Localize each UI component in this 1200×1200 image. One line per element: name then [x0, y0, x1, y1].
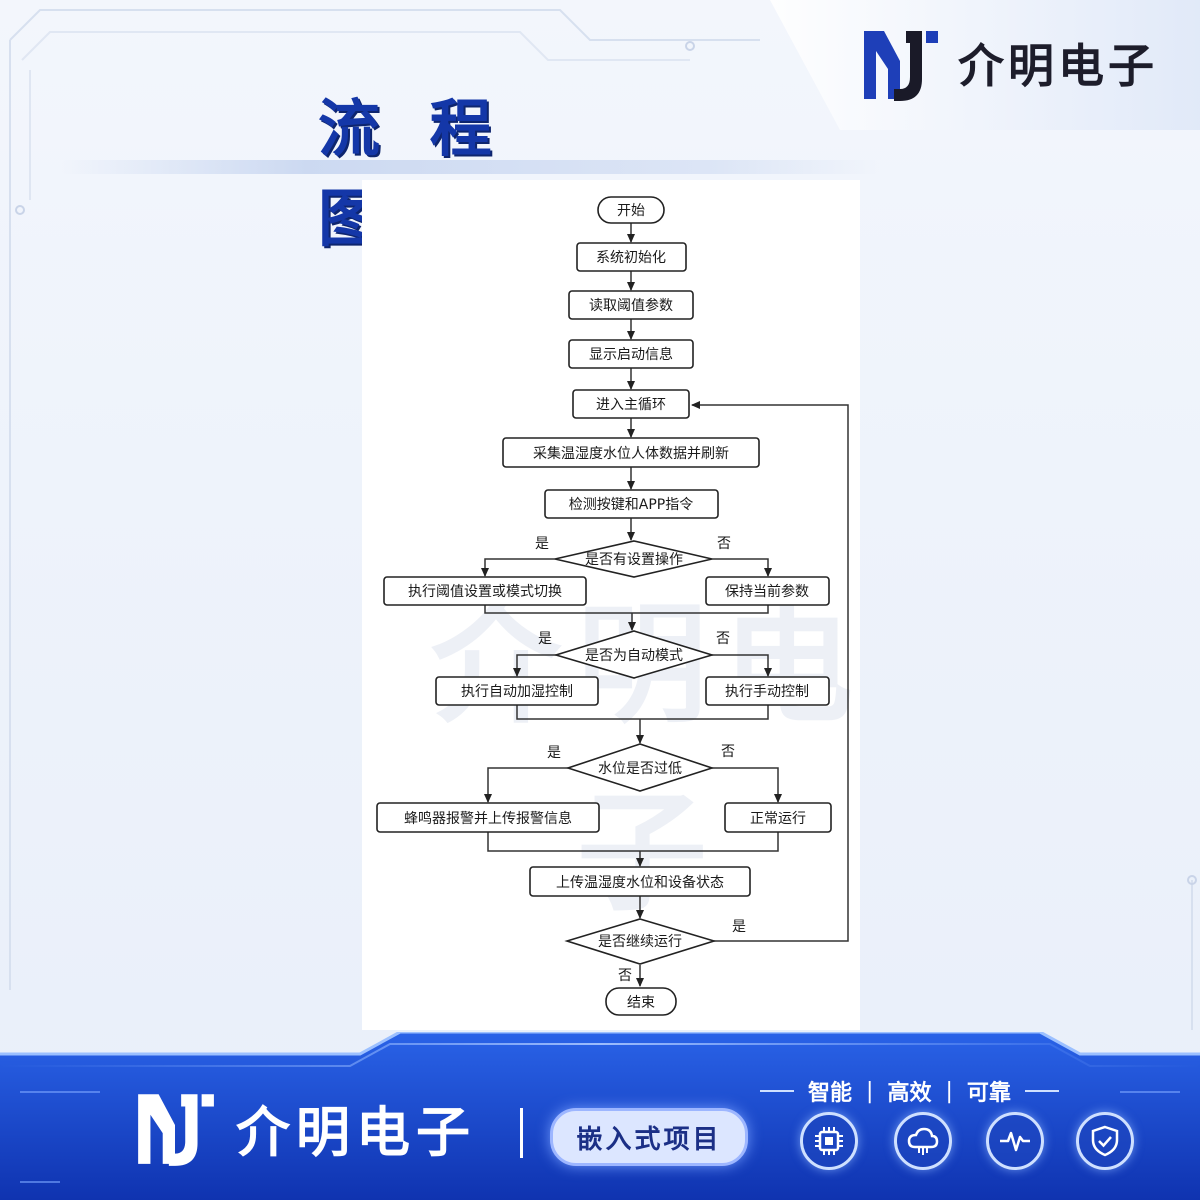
tagline: 智能 | 高效 | 可靠 — [760, 1074, 1190, 1108]
node-q-water: 水位是否过低 — [565, 743, 715, 792]
header-brand: 介明电子 — [858, 18, 1178, 108]
edge-label-no: 否 — [618, 968, 632, 984]
node-alarm: 蜂鸣器报警并上传报警信息 — [376, 802, 600, 833]
edge-label-no: 否 — [717, 536, 731, 552]
edge-label-no: 否 — [721, 744, 735, 760]
node-show-info: 显示启动信息 — [568, 339, 694, 369]
node-end-label: 结束 — [627, 995, 655, 1011]
chip-icon — [800, 1112, 858, 1170]
node-start-label: 开始 — [617, 203, 645, 219]
node-q-auto-label: 是否为自动模式 — [585, 648, 683, 664]
node-q-continue-label: 是否继续运行 — [598, 933, 682, 950]
node-q-auto: 是否为自动模式 — [553, 630, 715, 679]
tagline-item: 可靠 — [966, 1081, 1011, 1106]
edge-label-yes: 是 — [547, 745, 561, 761]
node-alarm-label: 蜂鸣器报警并上传报警信息 — [404, 810, 572, 827]
flowchart-edges — [481, 223, 849, 987]
node-main-loop: 进入主循环 — [572, 389, 690, 419]
node-manual-ctrl-label: 执行手动控制 — [725, 684, 809, 700]
edge-label-yes: 是 — [535, 536, 549, 552]
footer-divider — [520, 1108, 523, 1158]
node-detect: 检测按键和APP指令 — [544, 489, 719, 519]
node-normal-label: 正常运行 — [750, 811, 806, 827]
node-auto-ctrl: 执行自动加湿控制 — [435, 676, 599, 706]
cloud-icon — [894, 1112, 952, 1170]
node-main-loop-label: 进入主循环 — [596, 397, 666, 413]
node-do-setting: 执行阈值设置或模式切换 — [383, 576, 587, 606]
node-read-threshold-label: 读取阈值参数 — [589, 297, 673, 314]
project-badge: 嵌入式项目 — [550, 1108, 748, 1166]
tagline-line — [760, 1090, 794, 1092]
tagline-separator: | — [945, 1078, 953, 1104]
edge-label-yes: 是 — [538, 631, 552, 647]
node-collect-label: 采集温湿度水位人体数据并刷新 — [533, 445, 729, 462]
edge-label-yes: 是 — [732, 919, 746, 935]
node-keep-param-label: 保持当前参数 — [725, 583, 809, 600]
node-detect-label: 检测按键和APP指令 — [569, 497, 693, 513]
node-do-setting-label: 执行阈值设置或模式切换 — [408, 583, 562, 600]
tagline-separator: | — [866, 1078, 874, 1104]
node-q-continue: 是否继续运行 — [564, 918, 717, 965]
node-q-water-label: 水位是否过低 — [598, 761, 682, 777]
node-start: 开始 — [597, 196, 665, 224]
shield-check-icon — [1076, 1112, 1134, 1170]
tagline-item: 智能 — [808, 1081, 853, 1106]
node-init-label: 系统初始化 — [596, 249, 666, 266]
title-divider — [60, 160, 880, 174]
node-end: 结束 — [605, 987, 677, 1016]
node-auto-ctrl-label: 执行自动加湿控制 — [461, 684, 573, 700]
footer-logo-icon — [138, 1094, 214, 1166]
node-read-threshold: 读取阈值参数 — [568, 290, 694, 320]
brand-logo-icon — [864, 31, 938, 101]
tagline-item: 高效 — [887, 1081, 932, 1106]
node-normal: 正常运行 — [724, 802, 832, 833]
node-upload-label: 上传温湿度水位和设备状态 — [556, 874, 724, 891]
node-collect: 采集温湿度水位人体数据并刷新 — [502, 437, 760, 468]
brand-name: 介明电子 — [958, 39, 1158, 93]
pulse-icon — [986, 1112, 1044, 1170]
node-show-info-label: 显示启动信息 — [589, 346, 673, 363]
node-manual-ctrl: 执行手动控制 — [705, 676, 830, 706]
node-q-setting-label: 是否有设置操作 — [585, 552, 683, 568]
node-init: 系统初始化 — [576, 242, 687, 272]
node-upload: 上传温湿度水位和设备状态 — [529, 866, 751, 897]
tagline-line — [1024, 1090, 1059, 1092]
footer-brand-name: 介明电子 — [236, 1100, 476, 1164]
footer-brand: 介明电子 — [132, 1084, 476, 1170]
node-keep-param: 保持当前参数 — [705, 576, 830, 606]
edge-label-no: 否 — [716, 631, 730, 647]
project-badge-label: 嵌入式项目 — [576, 1124, 722, 1155]
node-q-setting: 是否有设置操作 — [554, 540, 713, 578]
